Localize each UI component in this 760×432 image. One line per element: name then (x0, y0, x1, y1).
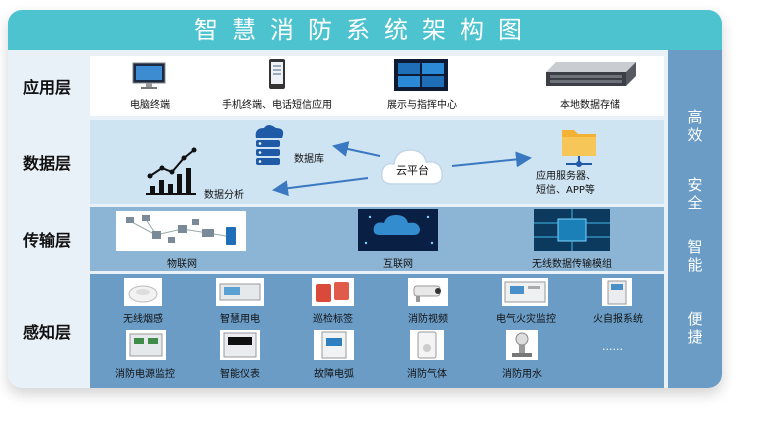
app-item-command-center: 展示与指挥中心 (387, 100, 457, 111)
sensing-area: 无线烟感 智慧用电 巡检标签 消防视频 电气火灾监控 火自报系统 ...... (90, 274, 664, 388)
data-layer: 数据层 数据库 数据分析 云平台 (8, 120, 668, 204)
feature-char: 便 (687, 310, 703, 328)
analysis-chart-icon (146, 147, 197, 195)
sensor-patrol-tag: 巡检标签 (313, 314, 353, 325)
architecture-card: 智慧消防系统架构图 应用层 电脑终端 手机终端、电话短信应用 展示与指挥中心 (8, 10, 722, 388)
sensor-fire-gas: 消防气体 (407, 369, 447, 380)
sensing-layer: 感知层 无线烟感 智慧用电 巡检标签 消防视频 (8, 274, 668, 388)
sensor-power-monitor: 消防电源监控 (115, 369, 175, 380)
sensor-fire-video: 消防视频 (408, 314, 448, 325)
transport-item-wireless: 无线数据传输模组 (532, 259, 612, 270)
data-flow-arrows (272, 141, 532, 197)
feature-char: 高 (687, 108, 703, 126)
smoke-detector-image (124, 278, 162, 306)
folder-server-icon (562, 130, 596, 167)
transport-area: 物联网 互联网 无线数据传输模组 (90, 207, 664, 271)
app-item-phone: 手机终端、电话短信应用 (222, 100, 332, 111)
patrol-tag-image (312, 278, 354, 306)
power-monitor-image (126, 330, 166, 360)
layer-label-data: 数据层 (8, 120, 86, 204)
feature-char: 安 (687, 176, 703, 194)
application-layer: 应用层 电脑终端 手机终端、电话短信应用 展示与指挥中心 (8, 56, 668, 116)
sensor-smart-meter: 智能仪表 (220, 369, 260, 380)
internet-cloud-image (358, 209, 438, 251)
server-storage-icon (546, 62, 636, 86)
feature-char: 能 (687, 256, 703, 274)
fire-water-image (506, 330, 538, 360)
monitor-icon (132, 62, 166, 89)
analysis-label: 数据分析 (204, 190, 244, 201)
sensor-arc-fault: 故障电弧 (314, 369, 354, 380)
database-label: 数据库 (294, 154, 324, 165)
fire-camera-image (408, 278, 448, 306)
data-area: 数据库 数据分析 云平台 (90, 120, 664, 204)
sensor-smart-power: 智慧用电 (220, 314, 260, 325)
cloud-icon (380, 149, 444, 185)
layer-label-transport: 传输层 (8, 207, 86, 271)
fire-gas-image (410, 330, 444, 360)
transport-item-internet: 互联网 (383, 259, 413, 270)
application-area: 电脑终端 手机终端、电话短信应用 展示与指挥中心 本地数据存储 (90, 56, 664, 116)
app-item-storage: 本地数据存储 (560, 100, 620, 111)
sensor-smoke: 无线烟感 (123, 314, 163, 325)
transport-layer: 传输层 物联网 (8, 207, 668, 271)
feature-char: 智 (687, 238, 703, 256)
transport-item-iot: 物联网 (167, 259, 197, 270)
more-sensors-ellipsis: ...... (602, 340, 623, 353)
smart-meter-image (220, 330, 260, 360)
sensor-electrical-fire: 电气火灾监控 (496, 314, 556, 325)
page-title: 智慧消防系统架构图 (8, 10, 722, 50)
arc-fault-image (314, 330, 354, 360)
smart-power-image (216, 278, 264, 306)
layer-label-sensing: 感知层 (8, 274, 86, 388)
database-icon (255, 125, 284, 165)
cloud-label: 云平台 (396, 164, 429, 177)
feature-char: 捷 (687, 328, 703, 346)
layer-label-application: 应用层 (8, 56, 86, 116)
fire-alarm-system-image (602, 278, 632, 306)
sensor-fire-water: 消防用水 (502, 369, 542, 380)
electrical-fire-monitor-image (502, 278, 548, 306)
server-label: 应用服务器、 短信、APP等 (536, 171, 596, 196)
sensor-fire-alarm: 火自报系统 (593, 314, 643, 325)
feature-column: 高 效 安 全 智 能 便 捷 (668, 50, 722, 388)
wireless-module-image (534, 209, 610, 251)
command-center-icon (394, 59, 448, 91)
phone-icon (269, 59, 285, 89)
feature-char: 全 (687, 194, 703, 212)
feature-char: 效 (687, 126, 703, 144)
iot-network-diagram (116, 211, 246, 251)
app-item-pc: 电脑终端 (130, 100, 170, 111)
